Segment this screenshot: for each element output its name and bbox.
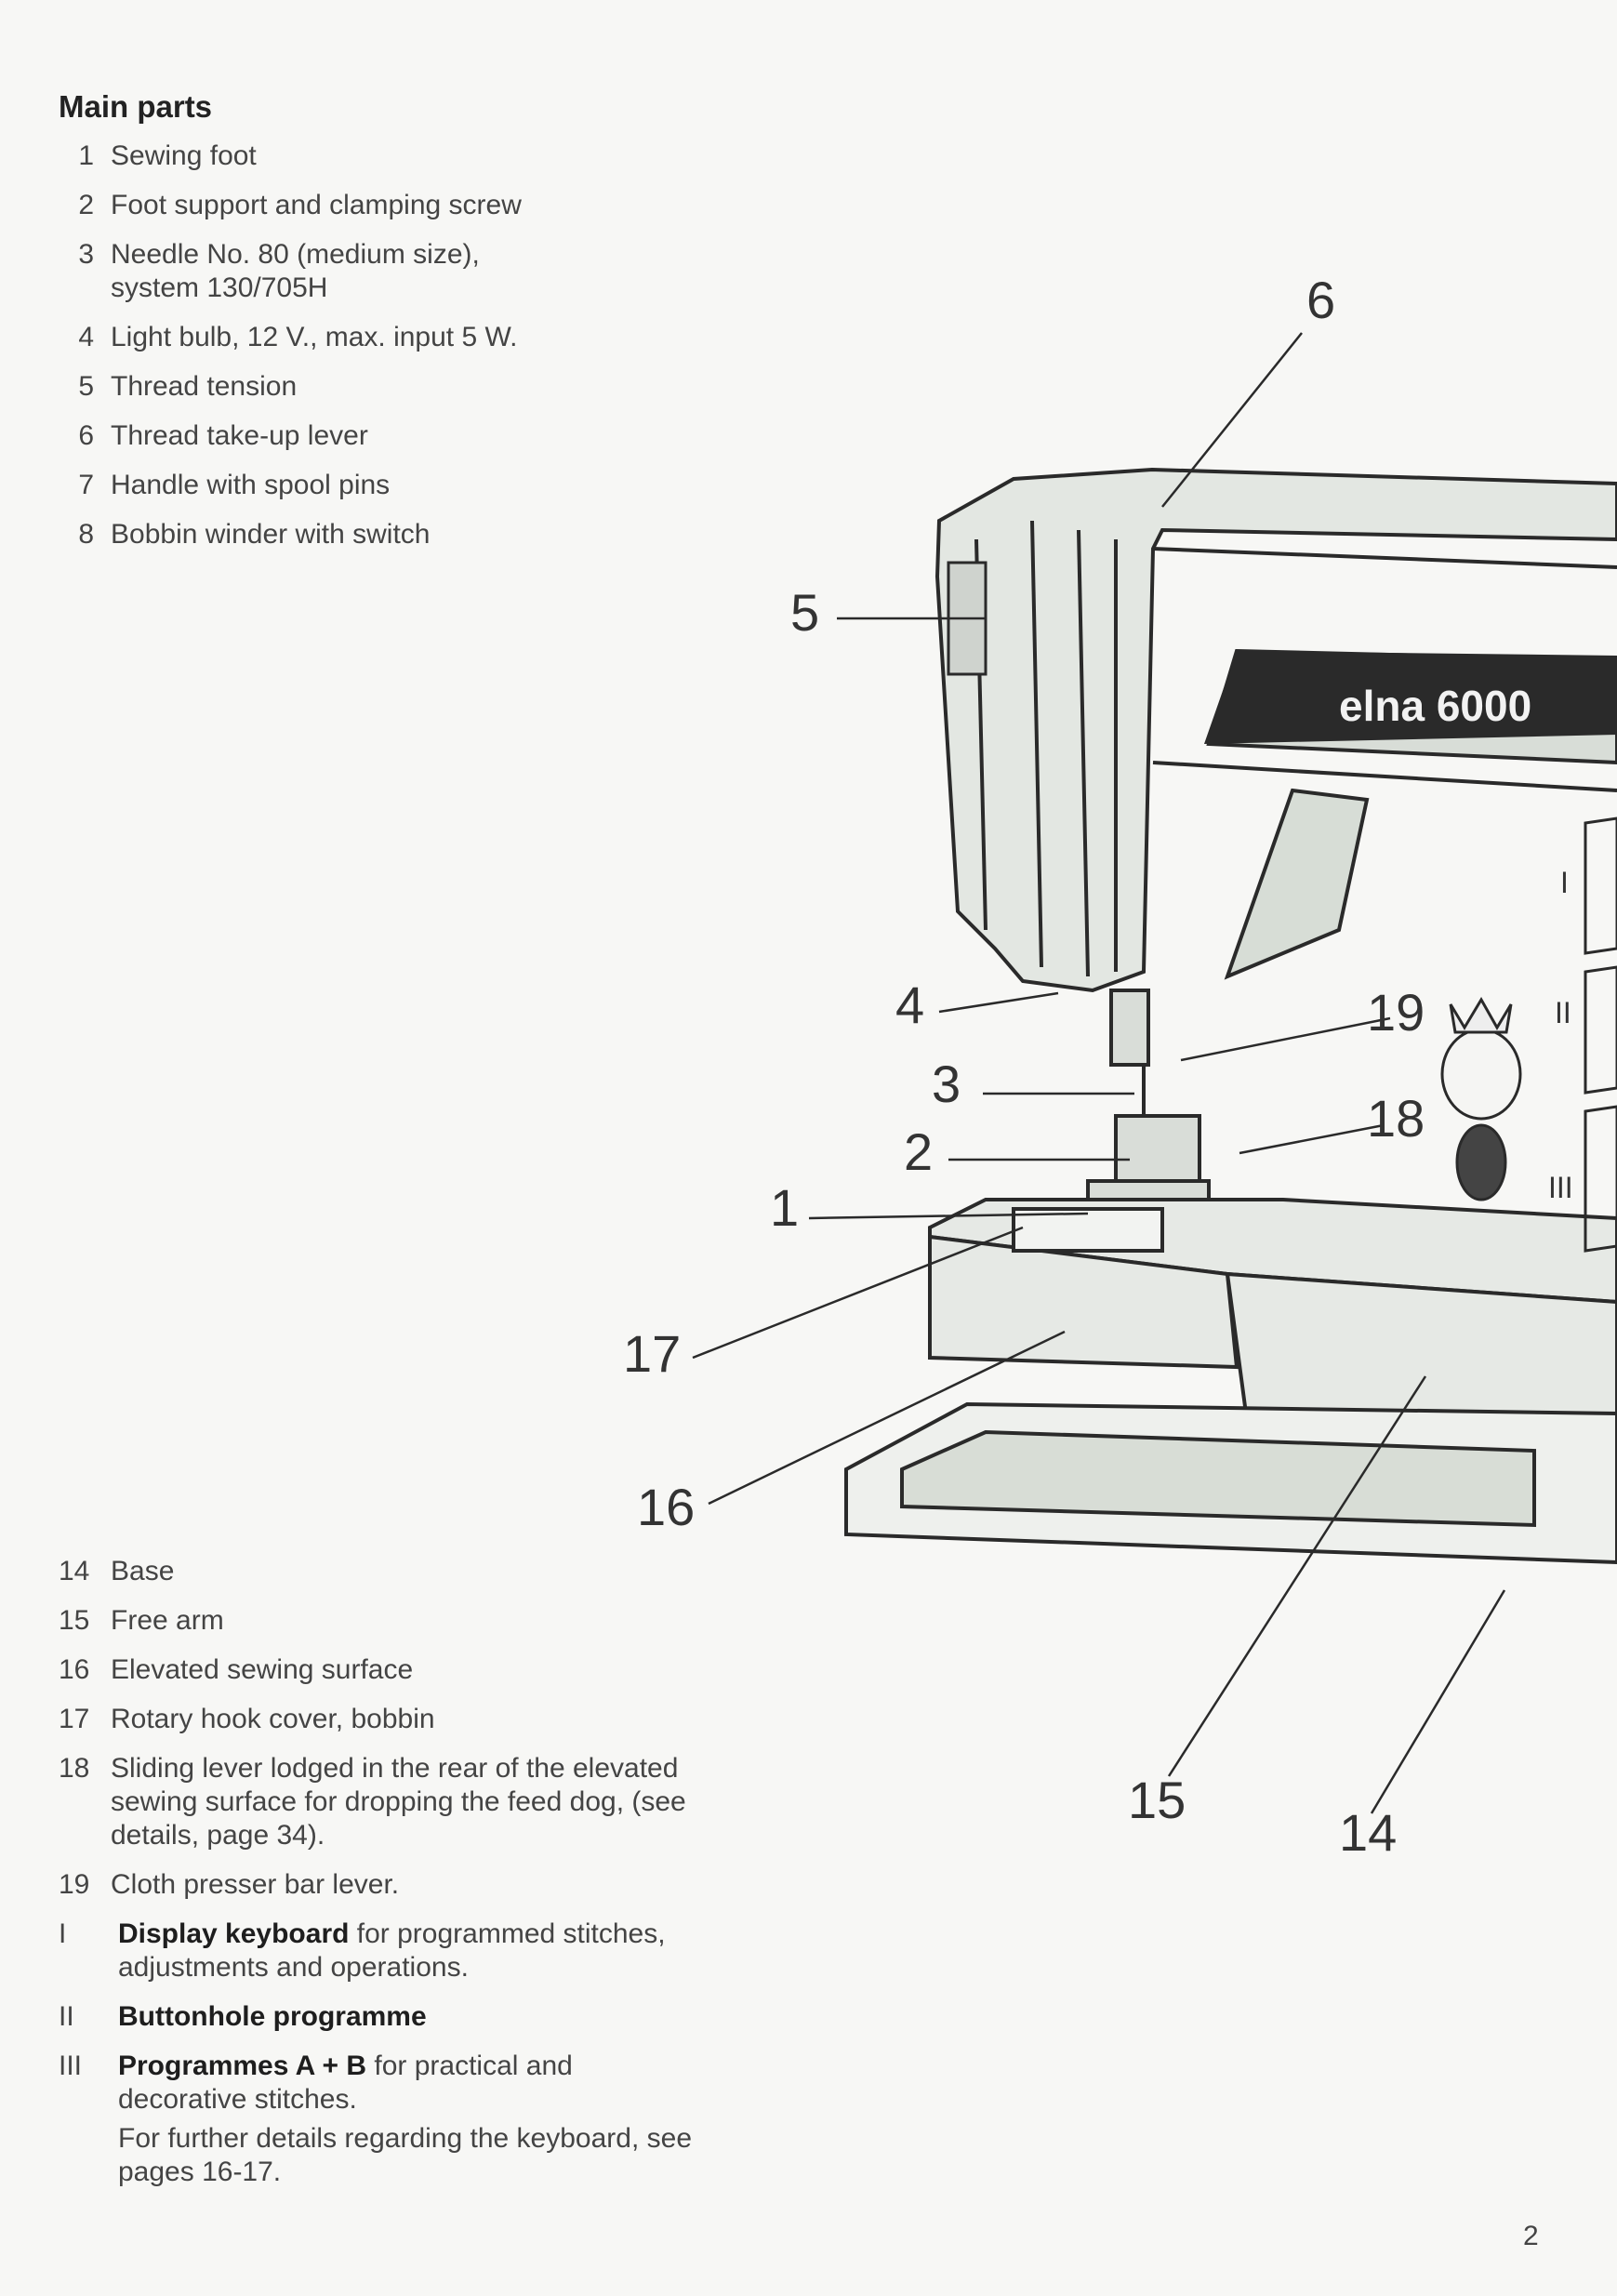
callout-5: 5 bbox=[790, 583, 819, 642]
keyboard-item-display: I Display keyboard for programmed stitch… bbox=[59, 1918, 765, 1984]
list-item: 5 Thread tension bbox=[59, 370, 616, 404]
callout-16: 16 bbox=[637, 1478, 695, 1536]
list-item: 15 Free arm bbox=[59, 1604, 765, 1638]
part-label: Thread tension bbox=[111, 371, 298, 402]
item-text: for practical and decorative stitches. bbox=[118, 2050, 573, 2115]
part-label: Needle No. 80 (medium size), system 130/… bbox=[111, 239, 480, 303]
part-label: Sliding lever lodged in the rear of the … bbox=[111, 1753, 686, 1851]
list-item: 4 Light bulb, 12 V., max. input 5 W. bbox=[59, 321, 616, 354]
keyboard-side bbox=[1584, 816, 1617, 1253]
keyboard-item-buttonhole: II Buttonhole programme bbox=[59, 2000, 765, 2034]
needle-assembly bbox=[1086, 989, 1211, 1220]
part-number: 17 bbox=[59, 1704, 90, 1734]
page-title: Main parts bbox=[59, 89, 213, 124]
item-title: Buttonhole programme bbox=[118, 2001, 427, 2032]
callout-6: 6 bbox=[1306, 271, 1335, 329]
callout-17: 17 bbox=[623, 1324, 681, 1383]
part-number: 18 bbox=[59, 1753, 90, 1784]
callout-II: II bbox=[1555, 996, 1571, 1029]
part-number: 15 bbox=[59, 1605, 90, 1636]
part-number: 19 bbox=[59, 1869, 90, 1900]
machine-bed bbox=[844, 1198, 1617, 1565]
list-item: 3 Needle No. 80 (medium size), system 130… bbox=[59, 238, 579, 305]
callout-3: 3 bbox=[932, 1055, 961, 1113]
callout-18: 18 bbox=[1367, 1089, 1425, 1148]
part-label: Thread take-up lever bbox=[111, 420, 368, 451]
callout-15: 15 bbox=[1128, 1771, 1186, 1829]
list-item: 18 Sliding lever lodged in the rear of th… bbox=[59, 1752, 765, 1852]
callout-III: III bbox=[1548, 1171, 1573, 1204]
page-number: 2 bbox=[1523, 2221, 1539, 2251]
keyboard-item-programmes: III Programmes A + B for practical and d… bbox=[59, 2050, 765, 2189]
part-label: Bobbin winder with switch bbox=[111, 519, 431, 550]
callout-19: 19 bbox=[1367, 983, 1425, 1042]
list-item: 8 Bobbin winder with switch bbox=[59, 518, 616, 551]
roman-number: II bbox=[59, 2001, 74, 2032]
list-item: 1 Sewing foot bbox=[59, 139, 616, 173]
callout-2: 2 bbox=[904, 1122, 933, 1181]
list-item: 6 Thread take-up lever bbox=[59, 419, 616, 453]
list-item: 2 Foot support and clamping screw bbox=[59, 189, 616, 222]
part-label: Sewing foot bbox=[111, 140, 257, 171]
parts-list-bottom: 14 Base 15 Free arm 16 Elevated sewing surf… bbox=[59, 1555, 765, 2205]
callout-lines bbox=[692, 332, 1506, 1814]
part-number: 6 bbox=[78, 420, 94, 451]
roman-number: III bbox=[59, 2050, 83, 2081]
list-item: 17 Rotary hook cover, bobbin bbox=[59, 1703, 765, 1736]
part-number: 8 bbox=[78, 519, 94, 550]
part-label: Cloth presser bar lever. bbox=[111, 1869, 400, 1900]
item-title: Display keyboard bbox=[118, 1918, 350, 1949]
part-label: Free arm bbox=[111, 1605, 224, 1636]
part-label: Light bulb, 12 V., max. input 5 W. bbox=[111, 322, 518, 352]
bee-mascot bbox=[1440, 997, 1522, 1201]
callout-14: 14 bbox=[1339, 1803, 1397, 1862]
part-label: Foot support and clamping screw bbox=[111, 190, 522, 220]
parts-list-top: 1 Sewing foot 2 Foot support and clamping … bbox=[59, 139, 616, 567]
brand-band bbox=[1204, 651, 1617, 744]
callout-4: 4 bbox=[895, 975, 924, 1034]
list-item: 19 Cloth presser bar lever. bbox=[59, 1868, 765, 1902]
roman-number: I bbox=[59, 1918, 67, 1949]
item-title: Programmes A + B bbox=[118, 2050, 367, 2081]
list-item: 14 Base bbox=[59, 1555, 765, 1588]
part-label: Handle with spool pins bbox=[111, 470, 391, 500]
part-number: 2 bbox=[78, 190, 94, 220]
part-number: 3 bbox=[78, 239, 94, 270]
part-number: 4 bbox=[78, 322, 94, 352]
part-number: 1 bbox=[78, 140, 94, 171]
part-number: 14 bbox=[59, 1556, 90, 1586]
callout-I: I bbox=[1560, 866, 1569, 899]
part-number: 7 bbox=[78, 470, 94, 500]
item-text: for programmed stitches, adjustments and… bbox=[118, 1918, 666, 1983]
keyboard-note: For further details regarding the keyboa… bbox=[118, 2123, 693, 2187]
part-number: 5 bbox=[78, 371, 94, 402]
part-number: 16 bbox=[59, 1654, 90, 1685]
part-label: Base bbox=[111, 1556, 175, 1586]
list-item: 16 Elevated sewing surface bbox=[59, 1653, 765, 1687]
part-label: Rotary hook cover, bobbin bbox=[111, 1704, 435, 1734]
list-item: 7 Handle with spool pins bbox=[59, 469, 616, 502]
part-label: Elevated sewing surface bbox=[111, 1654, 414, 1685]
brand-logo: elna 6000 bbox=[1339, 682, 1531, 730]
callout-1: 1 bbox=[770, 1178, 799, 1237]
